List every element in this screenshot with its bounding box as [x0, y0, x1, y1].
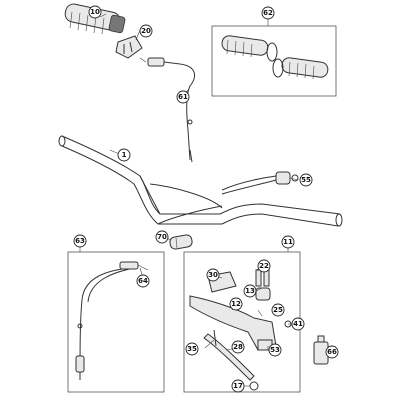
- callout-35: 35: [185, 342, 199, 356]
- callout-28-label: 28: [233, 343, 243, 351]
- callout-70: 70: [155, 230, 169, 244]
- callout-17-label: 17: [233, 382, 243, 390]
- callout-41-label: 41: [293, 320, 303, 328]
- callout-70-label: 70: [157, 233, 167, 241]
- callout-64: 64: [136, 274, 150, 288]
- callout-12-label: 12: [231, 300, 241, 308]
- throttle-cable: [179, 63, 196, 163]
- callout-11-label: 11: [283, 238, 293, 246]
- callout-10: 10: [88, 5, 102, 19]
- callout-66-label: 66: [327, 348, 337, 356]
- grip-set-box: [211, 25, 337, 97]
- callout-1-label: 1: [122, 151, 127, 159]
- callout-30: 30: [206, 268, 220, 282]
- callout-17: 17: [231, 379, 245, 393]
- callout-53: 53: [268, 343, 282, 357]
- bolt-set: [255, 269, 270, 287]
- callout-63: 63: [73, 234, 87, 248]
- throttle-cable-fitting: [147, 57, 181, 67]
- callout-55-label: 55: [301, 176, 311, 184]
- callout-1: 1: [117, 148, 131, 162]
- callout-22-label: 22: [259, 262, 269, 270]
- callout-61: 61: [176, 90, 190, 104]
- callout-62: 62: [261, 6, 275, 20]
- callout-61-label: 61: [178, 93, 188, 101]
- throttle-housing: [115, 35, 143, 59]
- handlebar: [58, 135, 343, 227]
- clutch-lever: [203, 329, 255, 381]
- callout-12: 12: [229, 297, 243, 311]
- hot-start-part: [169, 234, 193, 250]
- clutch-lever-box: [183, 251, 301, 393]
- kill-switch: [221, 171, 299, 195]
- callout-25-label: 25: [273, 306, 283, 314]
- callout-30-label: 30: [208, 271, 218, 279]
- clutch-cable-box: [67, 251, 165, 393]
- callout-11: 11: [281, 235, 295, 249]
- callout-62-label: 62: [263, 9, 273, 17]
- callout-63-label: 63: [75, 237, 85, 245]
- callout-41: 41: [291, 317, 305, 331]
- callout-22: 22: [257, 259, 271, 273]
- callout-10-label: 10: [90, 8, 100, 16]
- callout-28: 28: [231, 340, 245, 354]
- callout-35-label: 35: [187, 345, 197, 353]
- callout-66: 66: [325, 345, 339, 359]
- callout-55: 55: [299, 173, 313, 187]
- callout-20-label: 20: [141, 27, 151, 35]
- callout-13-label: 13: [245, 287, 255, 295]
- callout-13: 13: [243, 284, 257, 298]
- callout-20: 20: [139, 24, 153, 38]
- callout-64-label: 64: [138, 277, 148, 285]
- callout-25: 25: [271, 303, 285, 317]
- lever-mount: [189, 287, 277, 351]
- callout-53-label: 53: [270, 346, 280, 354]
